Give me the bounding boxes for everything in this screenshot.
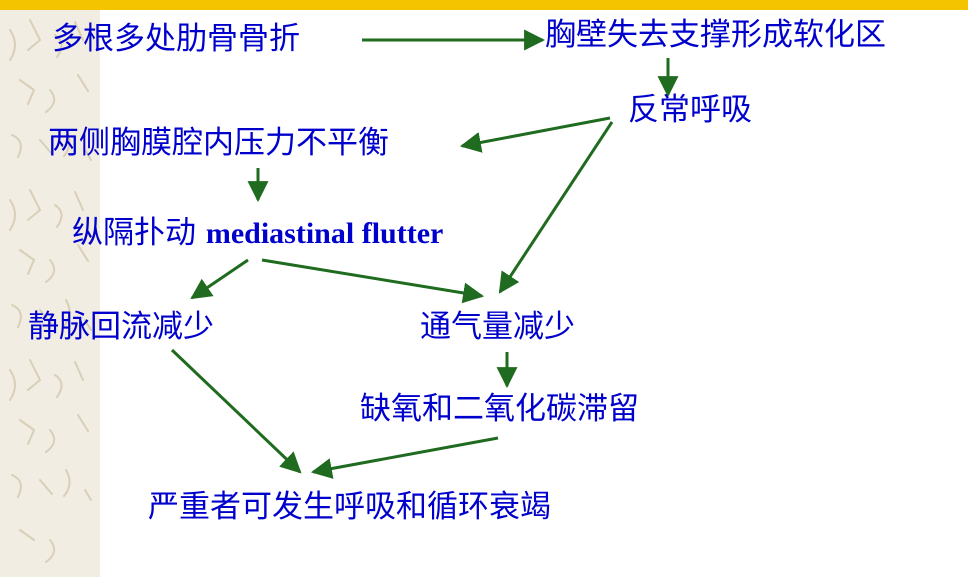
decorative-side-strip [0,10,100,577]
node-hypoxia: 缺氧和二氧化碳滞留 [360,391,639,427]
arrow-paradoxical-to-pressure [459,116,611,153]
node-pressure-imbalance: 两侧胸膜腔内压力不平衡 [48,125,389,161]
node-chest-wall: 胸壁失去支撑形成软化区 [545,17,886,53]
node-venous-return: 静脉回流减少 [28,309,214,345]
node-rib-fracture: 多根多处肋骨骨折 [52,21,300,57]
flutter-label-cn: 纵隔扑动 [72,215,196,251]
node-mediastinal-flutter: 纵隔扑动 mediastinal flutter [72,218,443,249]
top-accent-bar [0,0,968,10]
node-failure: 严重者可发生呼吸和循环衰竭 [148,489,551,525]
decorative-pattern-icon [9,19,92,563]
node-ventilation: 通气量减少 [420,309,575,345]
flutter-label-en: mediastinal flutter [205,217,444,250]
arrow-flutter-to-ventilation [261,258,485,304]
arrow-hypoxia-to-failure [310,436,499,479]
arrow-paradoxical-to-ventilation [498,121,614,294]
arrow-venous-to-failure [170,348,302,474]
arrow-flutter-to-venous [190,258,249,300]
node-paradoxical-breathing: 反常呼吸 [628,92,752,128]
